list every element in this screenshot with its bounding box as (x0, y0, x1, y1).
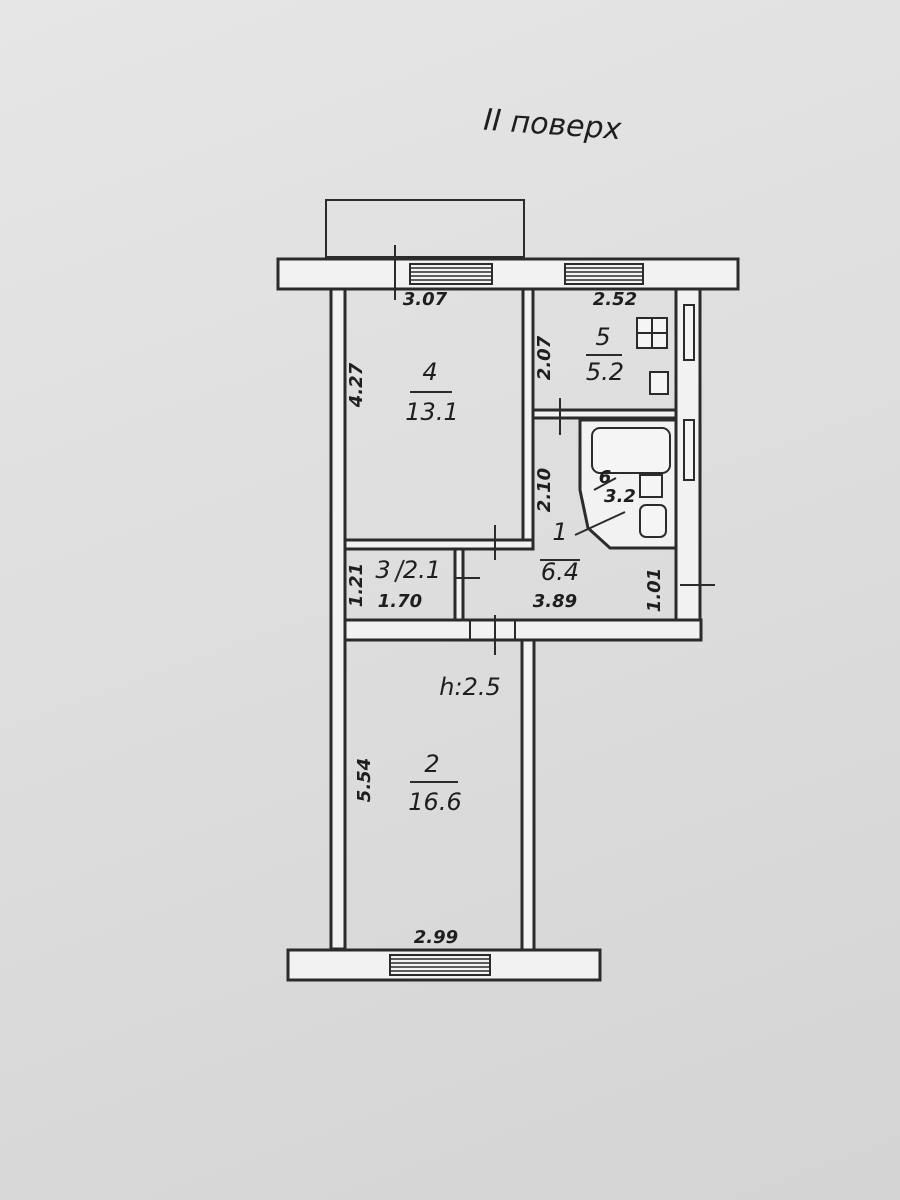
room3-area: 2.1 (403, 556, 441, 584)
left-wall (329, 287, 347, 951)
room6-depth: 2.10 (534, 468, 555, 512)
room3-width: 1.70 (378, 591, 422, 612)
room4-number: 4 (422, 358, 437, 386)
room4-bottom-wall (343, 538, 535, 551)
room-1: 1 6.4 3.89 1.01 (533, 518, 665, 612)
top-wall (276, 257, 740, 291)
room2-area: 16.6 (408, 788, 461, 816)
room6-area: 3.2 (604, 486, 636, 507)
bathroom (578, 418, 678, 550)
room5-depth: 2.07 (534, 335, 555, 380)
window-room2 (389, 954, 491, 976)
room1-number: 1 (552, 518, 567, 546)
door-markers (394, 245, 715, 655)
room-5: 5 5.2 2.52 2.07 (534, 289, 637, 386)
room2-width: 2.99 (414, 927, 458, 948)
room-6: 6 3.2 2.10 (534, 467, 636, 536)
room4-depth: 4.27 (346, 362, 367, 408)
room5-area: 5.2 (586, 358, 624, 386)
toilet (639, 504, 667, 538)
room2-right-wall (520, 638, 536, 952)
room1-width: 3.89 (533, 591, 577, 612)
ceiling-height: h:2.5 (439, 673, 500, 701)
window-room4 (409, 263, 493, 285)
room1-depth: 1.01 (644, 568, 665, 612)
room1-area: 6.4 (541, 558, 579, 586)
room-4: 4 13.1 3.07 4.27 (346, 289, 459, 426)
bathtub (591, 427, 671, 474)
kitchen-sink (649, 371, 669, 395)
windows (389, 263, 695, 976)
room3-depth: 1.21 (346, 563, 367, 607)
window-kitchen (564, 263, 644, 285)
room3-number: 3 (375, 556, 390, 584)
balcony (325, 199, 525, 258)
kitchen-bottom-wall (531, 408, 678, 420)
room2-number: 2 (424, 750, 439, 778)
vent-shaft-upper (683, 304, 695, 361)
interior-walls (343, 287, 678, 622)
room-2: 2 16.6 2.99 5.54 (354, 750, 462, 948)
floor-label: II поверх (482, 103, 622, 148)
mid-horizontal-wall (343, 618, 703, 642)
room4-width: 3.07 (403, 289, 448, 310)
room-3: 3 2.1 1.70 1.21 (346, 556, 441, 612)
room5-width: 2.52 (593, 289, 637, 310)
sink (639, 474, 663, 498)
room4-area: 13.1 (405, 398, 458, 426)
room5-number: 5 (595, 323, 610, 351)
storage-right-wall (453, 547, 465, 622)
room2-depth: 5.54 (354, 758, 375, 802)
vent-shaft-lower (683, 419, 695, 481)
